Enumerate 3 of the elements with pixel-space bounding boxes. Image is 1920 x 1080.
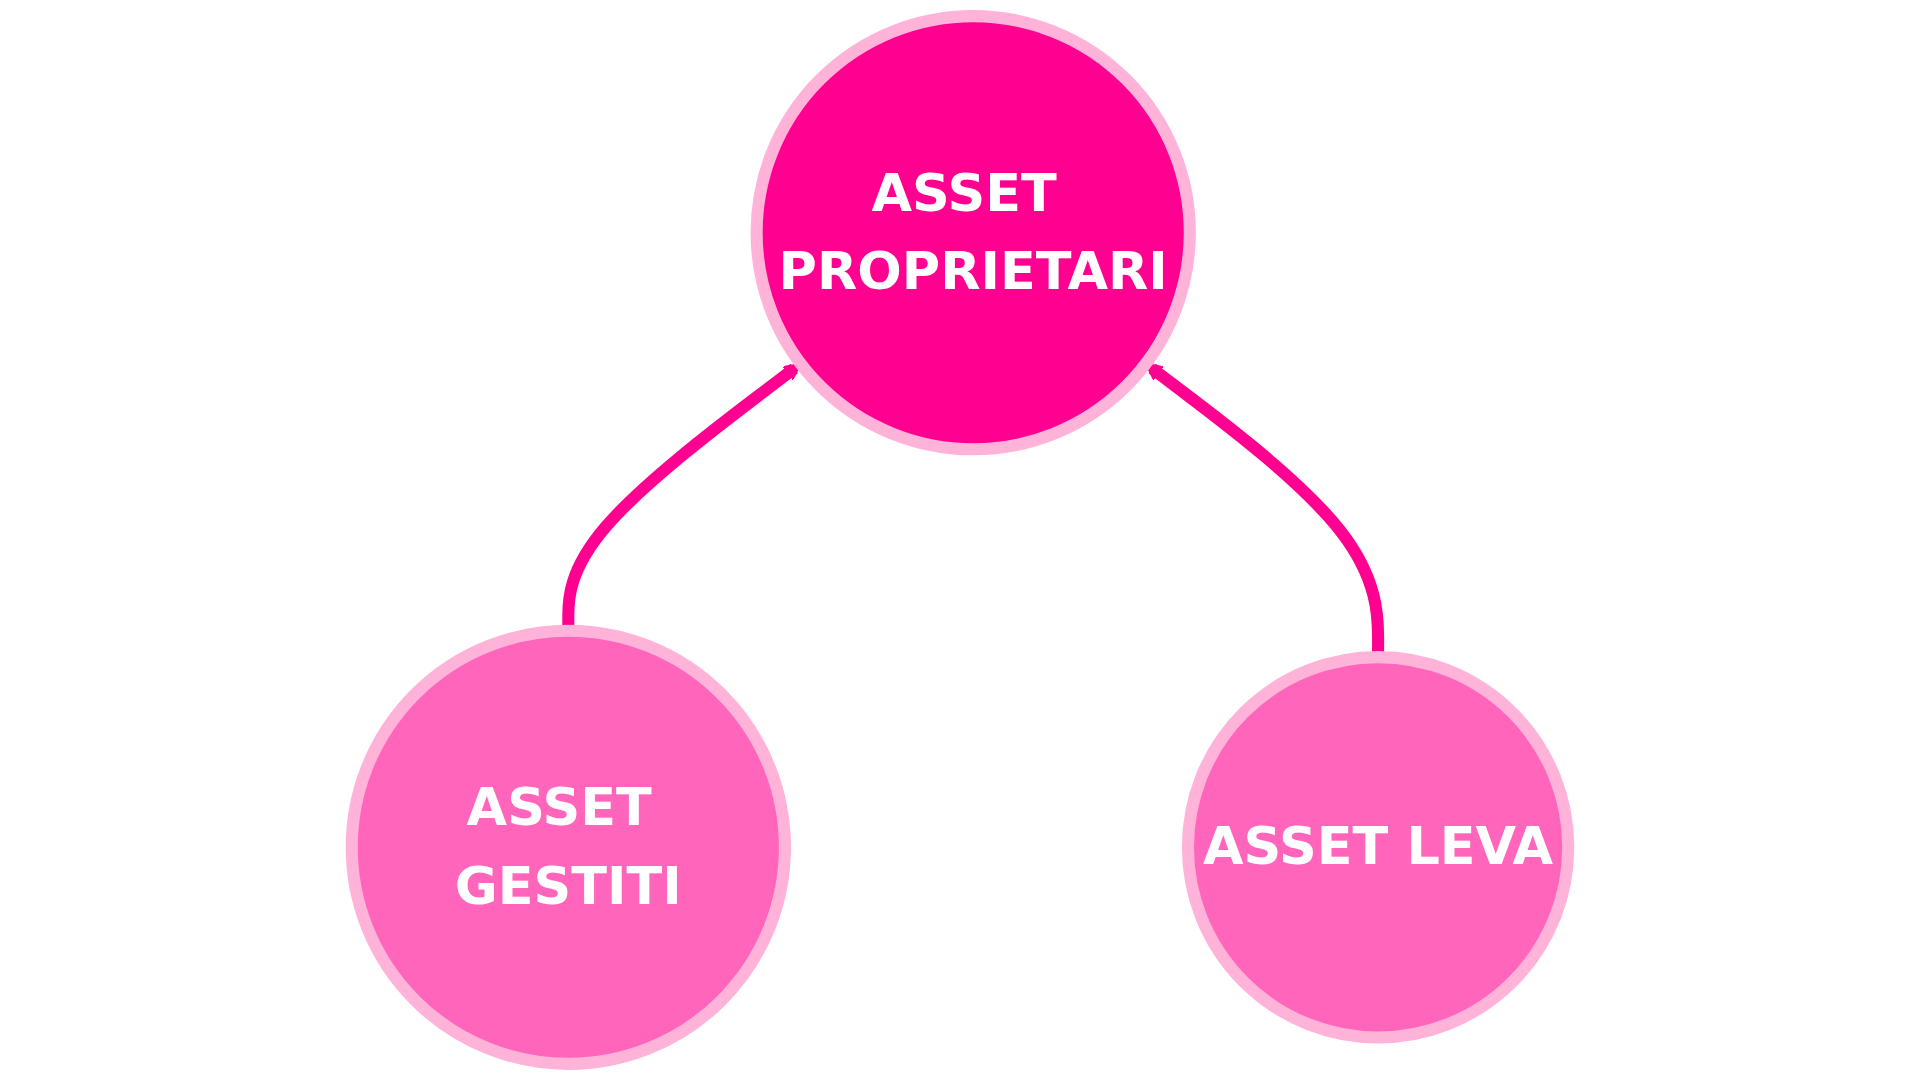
node-circle: ASSET LEVA bbox=[1181, 651, 1575, 1044]
node-circle: ASSET PROPRIETARI bbox=[750, 10, 1196, 456]
node-circle: ASSET GESTITI bbox=[345, 624, 791, 1070]
